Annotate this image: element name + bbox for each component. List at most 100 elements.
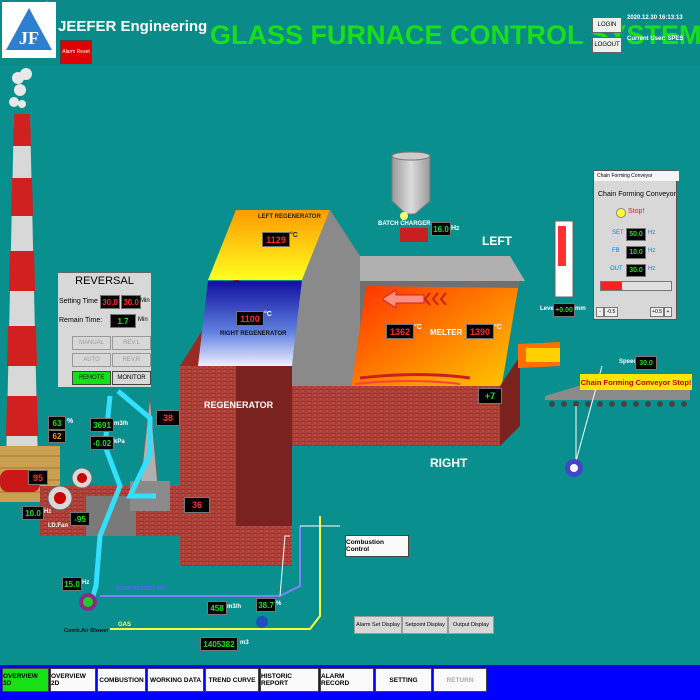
conveyor-r2-label: FB — [612, 248, 620, 254]
melter-temp-right: 1390 — [466, 324, 494, 339]
compressed-air-label: COMPRESSED AIR — [116, 586, 166, 592]
conveyor-r2-unit: Hz — [648, 248, 656, 254]
pct-unit: % — [67, 418, 74, 425]
right-side-label: RIGHT — [430, 456, 468, 470]
setting-min-unit: Min — [140, 298, 150, 304]
flow-value: 3691 — [90, 418, 114, 432]
conveyor-stop-banner: Chain Forming Conveyor Stop! — [580, 374, 692, 390]
level-value: +0.00 — [553, 303, 575, 317]
val62: 62 — [48, 430, 66, 443]
batch-charger-label: BATCH CHARGER — [378, 221, 431, 227]
nav-setting[interactable]: SETTING — [375, 668, 432, 692]
left-regenerator-label: LEFT REGENERATOR — [258, 214, 321, 220]
conveyor-r3-label: OUT — [610, 266, 623, 272]
remain-min-unit: Min — [138, 317, 148, 323]
fan-hz-value: 10.0 — [22, 506, 44, 520]
header-bar — [0, 0, 700, 66]
rev-r-button[interactable]: REV.R — [112, 353, 151, 367]
melter-label: MELTER — [430, 328, 463, 337]
manual-button[interactable]: MANUAL — [72, 336, 111, 350]
nav-historic-report[interactable]: HISTORIC REPORT — [260, 668, 319, 692]
level-label: Level — [540, 306, 556, 312]
reversal-panel: REVERSAL Setting Time 30.0 30.0 Min Rema… — [57, 272, 152, 388]
alarm-set-display-button[interactable]: Alarm Set Display — [354, 616, 402, 634]
fan-hz-unit: Hz — [44, 509, 52, 515]
setting-time-1[interactable]: 30.0 — [100, 295, 120, 309]
nav-working-data[interactable]: WORKING DATA — [147, 668, 204, 692]
blower-hz-value: 15.0 — [62, 577, 82, 591]
conveyor-r2-value: 10.0 — [626, 246, 646, 259]
auto-button[interactable]: AUTO — [72, 353, 111, 367]
logout-button[interactable]: LOGOUT — [592, 37, 622, 53]
conveyor-status-icon — [616, 208, 626, 218]
right-regenerator-temp: 1100 — [236, 311, 264, 326]
login-button[interactable]: LOGIN — [592, 17, 622, 33]
alarm-reset-button[interactable]: Alarm Reset — [60, 40, 92, 64]
nav-return[interactable]: RETURN — [433, 668, 487, 692]
monitor-button[interactable]: MONITOR — [112, 371, 151, 385]
kpa-unit: kPa — [114, 439, 125, 445]
furnace-pressure: +7 — [478, 388, 502, 404]
setting-time-label: Setting Time — [59, 298, 98, 305]
flow-unit: m3/h — [114, 421, 129, 427]
setting-time-2[interactable]: 30.0 — [121, 295, 141, 309]
gas-total-value: 1405382 — [200, 637, 238, 651]
registered-mark: ® — [44, 2, 50, 9]
batch-charger-hz: 16.0 — [431, 222, 451, 236]
blower-hz-unit: Hz — [82, 580, 90, 586]
conveyor-status: Stop! — [628, 208, 645, 215]
conveyor-r1-value[interactable]: 50.0 — [626, 228, 646, 241]
gas-pct-value: 38.7 — [256, 598, 276, 612]
gas-flow-unit: m3/h — [227, 604, 242, 610]
output-display-button[interactable]: Output Display — [448, 616, 494, 634]
blower-label: Comb.Air Blower — [64, 628, 109, 634]
current-user: Current User: SPES — [627, 36, 684, 42]
datetime-display: 2020.12.30 16:13:13 — [627, 15, 683, 21]
conveyor-minus-button[interactable]: - — [596, 307, 604, 317]
smoke-icon — [9, 68, 32, 108]
rev-l-button[interactable]: REV.L — [112, 336, 151, 350]
gas-total-unit: m3 — [240, 640, 249, 646]
nav-combustion[interactable]: COMBUSTION — [97, 668, 146, 692]
remote-button[interactable]: REMOTE — [72, 371, 111, 385]
regenerator-label: REGENERATOR — [204, 400, 274, 410]
kpa-value: -0.02 — [90, 436, 114, 450]
right-regenerator-label: RIGHT REGENERATOR — [220, 331, 287, 337]
combustion-control-button[interactable]: Combustion Control — [345, 535, 409, 557]
gas-flow-value: 458 — [207, 601, 227, 615]
fan-value: -95 — [70, 512, 90, 526]
remain-time-value: 1.7 — [110, 314, 136, 328]
remain-time-label: Remain Time: — [59, 317, 103, 324]
reversal-title: REVERSAL — [75, 275, 134, 287]
left-regen-unit: °C — [290, 232, 298, 239]
speed-label: Speed — [619, 359, 638, 365]
conveyor-plus-button[interactable]: + — [664, 307, 672, 317]
conveyor-r1-unit: Hz — [648, 230, 656, 236]
conveyor-r3-value: 30.0 — [626, 264, 646, 277]
conveyor-minus-half-button[interactable]: -0.5 — [604, 307, 618, 317]
setpoint-display-button[interactable]: Setpoint Display — [402, 616, 448, 634]
conveyor-r1-label: SET — [612, 230, 624, 236]
conveyor-heading: Chain Forming Conveyor — [598, 191, 676, 198]
conveyor-r3-unit: Hz — [648, 266, 656, 272]
gas-pct-unit: % — [276, 601, 282, 607]
nav-alarm-record[interactable]: ALARM RECORD — [320, 668, 374, 692]
nav-overview-2d[interactable]: OVERVIEW 2D — [50, 668, 96, 692]
left-regenerator-temp: 1129 — [262, 232, 290, 247]
nav-trend-curve[interactable]: TREND CURVE — [205, 668, 259, 692]
pct-value: 63 — [48, 416, 66, 430]
gas-label: GAS — [118, 622, 132, 628]
melter-temp-left: 1362 — [386, 324, 414, 339]
melter-left-unit: °C — [414, 324, 422, 331]
flue-temp: 38 — [156, 410, 180, 426]
conveyor-output-fill — [601, 282, 622, 290]
furnace-scene — [0, 68, 690, 630]
conveyor-plus-half-button[interactable]: +0.5 — [650, 307, 664, 317]
flame-direction-arrow-icon — [382, 290, 447, 308]
melter-right-unit: °C — [494, 324, 502, 331]
nav-overview-3d[interactable]: OVERVIEW 3D — [2, 668, 49, 692]
conveyor-window-title: Chain Forming Conveyor — [594, 171, 679, 181]
left-side-label: LEFT — [482, 234, 512, 248]
regen-bottom-temp: 36 — [184, 497, 210, 513]
conveyor-output-bar — [600, 281, 672, 291]
